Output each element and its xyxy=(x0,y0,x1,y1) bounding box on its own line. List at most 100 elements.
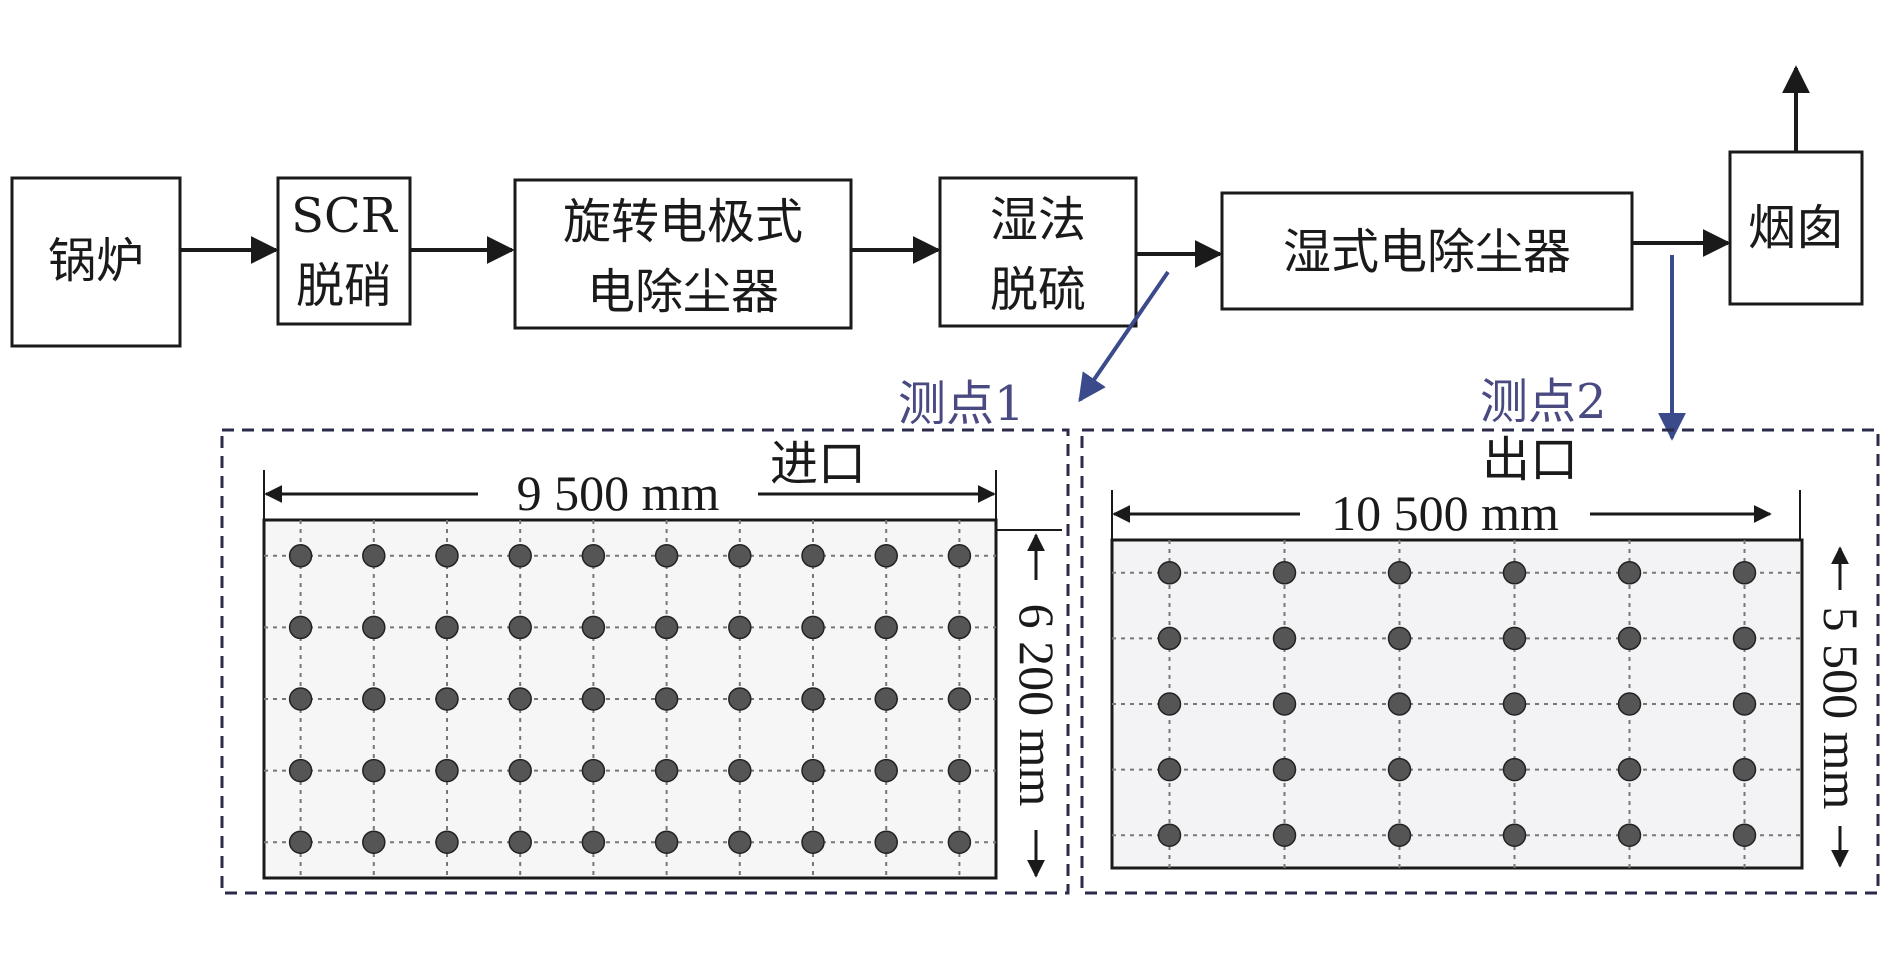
wesp-block: 湿式电除尘器 xyxy=(1220,191,1634,311)
inlet-measure-point xyxy=(508,687,532,711)
scr-label-line1: SCR xyxy=(291,188,399,244)
inlet-measure-point xyxy=(874,615,898,640)
inlet-measure-point xyxy=(581,544,606,568)
inlet-measure-point xyxy=(947,544,972,568)
boiler-label: 锅炉 xyxy=(48,233,144,289)
outlet-port-label: 出口 xyxy=(1482,432,1578,488)
inlet-measure-point xyxy=(581,615,606,640)
wet-fgd-block: 湿法 脱硫 xyxy=(938,176,1138,328)
outlet-dashed-frame xyxy=(1080,428,1880,895)
inlet-measure-point xyxy=(362,687,386,711)
inlet-measure-point xyxy=(508,830,532,854)
inlet-measure-point xyxy=(801,687,825,711)
inlet-measure-point xyxy=(435,830,459,854)
inlet-measure-point xyxy=(728,615,752,640)
inlet-measure-point xyxy=(728,830,752,854)
inlet-measure-point xyxy=(435,544,459,568)
inlet-measure-point xyxy=(654,687,679,711)
outlet-measure-point xyxy=(1387,757,1412,782)
inlet-measure-point xyxy=(435,615,459,640)
fgd-label-line2: 脱硫 xyxy=(990,262,1086,318)
inlet-measure-point xyxy=(801,830,825,854)
inlet-measure-point xyxy=(728,687,752,711)
inlet-measure-point xyxy=(728,758,752,783)
outlet-measure-point xyxy=(1732,757,1757,782)
fgd-label-line1: 湿法 xyxy=(990,192,1086,248)
inlet-measure-point xyxy=(508,758,532,783)
inlet-measure-point xyxy=(581,830,606,854)
outlet-measure-point xyxy=(1732,823,1757,847)
boiler-block: 锅炉 xyxy=(10,176,182,348)
chimney-label: 烟囱 xyxy=(1748,200,1844,256)
chimney-block: 烟囱 xyxy=(1728,150,1864,306)
outlet-measure-point xyxy=(1617,692,1642,716)
outlet-measure-point xyxy=(1387,823,1412,847)
inlet-measure-point xyxy=(288,758,313,783)
outlet-measure-point xyxy=(1387,626,1412,651)
rotary-esp-block: 旋转电极式 电除尘器 xyxy=(513,178,853,330)
outlet-grid xyxy=(1112,540,1802,868)
inlet-measure-point xyxy=(947,687,972,711)
scr-label-line2: 脱硝 xyxy=(296,258,392,314)
inlet-measure-point xyxy=(654,830,679,854)
inlet-measure-point xyxy=(288,544,313,568)
outlet-measure-point xyxy=(1502,823,1527,847)
outlet-measure-point xyxy=(1272,692,1297,716)
outlet-measure-point xyxy=(1502,692,1527,716)
esp-label-line1: 旋转电极式 xyxy=(563,194,803,250)
esp-label-line2: 电除尘器 xyxy=(587,264,779,320)
inlet-measure-point xyxy=(801,544,825,568)
inlet-measure-point xyxy=(362,544,386,568)
outlet-measure-point xyxy=(1157,626,1182,651)
probe1-label: 测点1 xyxy=(898,376,1025,432)
inlet-measure-point xyxy=(362,758,386,783)
inlet-measure-point xyxy=(947,615,972,640)
inlet-measure-point xyxy=(362,615,386,640)
outlet-measure-point xyxy=(1617,823,1642,847)
probe-arrows xyxy=(1078,255,1686,441)
outlet-measure-point xyxy=(1502,561,1527,585)
outlet-measure-point xyxy=(1617,561,1642,585)
outlet-measure-point xyxy=(1732,626,1757,651)
outlet-measure-point xyxy=(1387,561,1412,585)
inlet-dashed-frame xyxy=(220,428,1070,895)
inlet-height-label: 6 200 mm xyxy=(1009,604,1065,807)
inlet-measure-point xyxy=(435,687,459,711)
outlet-measure-point xyxy=(1272,823,1297,847)
outlet-measure-point xyxy=(1617,626,1642,651)
outlet-measure-point xyxy=(1502,757,1527,782)
inlet-width-label: 9 500 mm xyxy=(517,465,720,521)
inlet-measure-point xyxy=(581,758,606,783)
outlet-measure-point xyxy=(1732,692,1757,716)
inlet-measure-point xyxy=(801,758,825,783)
inlet-measure-point xyxy=(947,758,972,783)
inlet-measure-point xyxy=(654,615,679,640)
inlet-measure-point xyxy=(508,544,532,568)
probe2-label: 测点2 xyxy=(1480,374,1607,430)
inlet-measure-point xyxy=(874,830,898,854)
inlet-measure-point xyxy=(654,758,679,783)
probe1-arrow xyxy=(1078,270,1170,403)
outlet-measure-point xyxy=(1157,561,1182,585)
inlet-grid xyxy=(264,520,996,878)
scr-block: SCR 脱硝 xyxy=(276,176,412,326)
outlet-measure-point xyxy=(1387,692,1412,716)
inlet-measure-point xyxy=(874,544,898,568)
outlet-panel: 10 500 mm 出口 5 500 mm xyxy=(1080,428,1880,895)
inlet-panel: 9 500 mm 进口 6 200 mm xyxy=(220,428,1070,895)
outlet-width-label: 10 500 mm xyxy=(1331,485,1559,541)
flow-arrows xyxy=(180,65,1810,268)
inlet-measure-point xyxy=(728,544,752,568)
outlet-measure-point xyxy=(1157,757,1182,782)
outlet-measure-point xyxy=(1157,692,1182,716)
inlet-measure-point xyxy=(508,615,532,640)
outlet-height-label: 5 500 mm xyxy=(1813,607,1869,810)
inlet-measure-point xyxy=(947,830,972,854)
inlet-measure-point xyxy=(288,615,313,640)
outlet-measure-point xyxy=(1502,626,1527,651)
inlet-duct xyxy=(262,518,998,880)
outlet-measure-point xyxy=(1272,626,1297,651)
wesp-label: 湿式电除尘器 xyxy=(1283,224,1571,280)
outlet-measure-point xyxy=(1617,757,1642,782)
